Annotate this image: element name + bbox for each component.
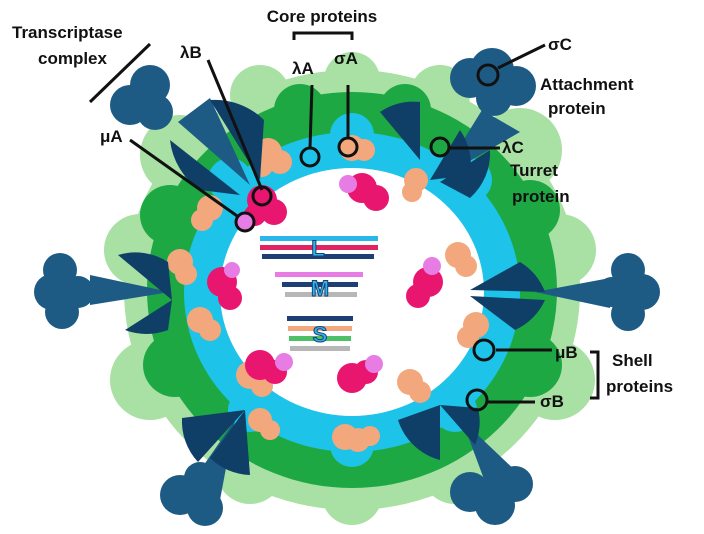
magenta-cluster: [406, 257, 443, 308]
lambda-c-marker: [429, 136, 451, 158]
sigma-c-marker: [476, 63, 500, 87]
magenta-cluster: [339, 173, 389, 211]
salmon-cluster: [187, 307, 221, 341]
sigma-b-marker: [465, 388, 489, 412]
segment-bar: [290, 346, 350, 351]
segment-bar: [275, 272, 363, 277]
label-lambda-c: λC: [502, 138, 524, 157]
segment-bar: [287, 316, 353, 321]
transcriptase-bracket: [88, 42, 152, 104]
lambda-b-leader: [206, 59, 264, 191]
salmon-cluster: [332, 424, 380, 452]
lambda-a-leader: [308, 84, 314, 149]
segment-bar: [285, 292, 357, 297]
genome-segments: L M S: [260, 236, 378, 351]
label-transcriptase-line2: complex: [38, 49, 108, 68]
magenta-cluster: [245, 350, 293, 384]
segment-bar: [289, 336, 351, 341]
magenta-cluster: [207, 262, 242, 310]
core-proteins-bracket: [292, 31, 354, 40]
label-sigma-b: σB: [540, 392, 564, 411]
genome-label-large: L: [311, 236, 324, 261]
label-attachment-line1: Attachment: [540, 75, 634, 94]
spike-top-left: [110, 65, 264, 195]
shell-proteins-bracket: [590, 350, 600, 400]
label-shell-line2: proteins: [606, 377, 673, 396]
spike-bottom-left: [160, 410, 250, 526]
spike-top-right: [380, 48, 536, 198]
mu-a-leader: [129, 138, 241, 220]
segment-bar: [288, 326, 352, 331]
label-turret-line1: Turret: [510, 161, 558, 180]
label-sigma-c: σC: [548, 35, 572, 54]
label-attachment-line2: protein: [548, 99, 606, 118]
spike-left: [34, 252, 172, 334]
salmon-cluster: [445, 242, 477, 277]
sigma-c-leader: [497, 43, 546, 70]
transcriptase-clusters: [207, 173, 443, 393]
segment-bar: [260, 245, 378, 250]
salmon-cluster: [167, 249, 197, 285]
genome-label-medium: M: [311, 276, 329, 301]
spike-right: [470, 253, 660, 331]
salmon-cluster: [457, 312, 489, 348]
genome-label-small: S: [313, 322, 328, 347]
mu-b-marker: [472, 338, 496, 362]
marker-circles: [234, 63, 500, 412]
spike-bottom-right: [398, 405, 533, 525]
leader-lines: [88, 31, 600, 404]
salmon-cluster: [248, 408, 280, 440]
segment-bar: [262, 254, 374, 259]
segment-bar: [260, 236, 378, 241]
mu-a-marker: [234, 211, 256, 233]
lambda-b-marker: [251, 185, 273, 207]
labels: Core proteins Transcriptase complex λB λ…: [12, 7, 673, 411]
label-core-proteins: Core proteins: [267, 7, 378, 26]
label-lambda-a: λA: [292, 59, 314, 78]
segment-bar: [282, 282, 358, 287]
label-lambda-b: λB: [180, 43, 202, 62]
salmon-cluster: [397, 369, 431, 403]
label-shell-line1: Shell: [612, 351, 653, 370]
magenta-cluster: [337, 355, 383, 393]
label-turret-line2: protein: [512, 187, 570, 206]
label-transcriptase-line1: Transcriptase: [12, 23, 123, 42]
label-mu-b: μB: [555, 343, 578, 362]
label-mu-a: μA: [100, 127, 123, 146]
lambda-a-marker: [299, 146, 321, 168]
salmon-cluster: [402, 168, 428, 202]
label-sigma-a: σA: [334, 49, 358, 68]
sigma-a-marker: [337, 136, 359, 158]
